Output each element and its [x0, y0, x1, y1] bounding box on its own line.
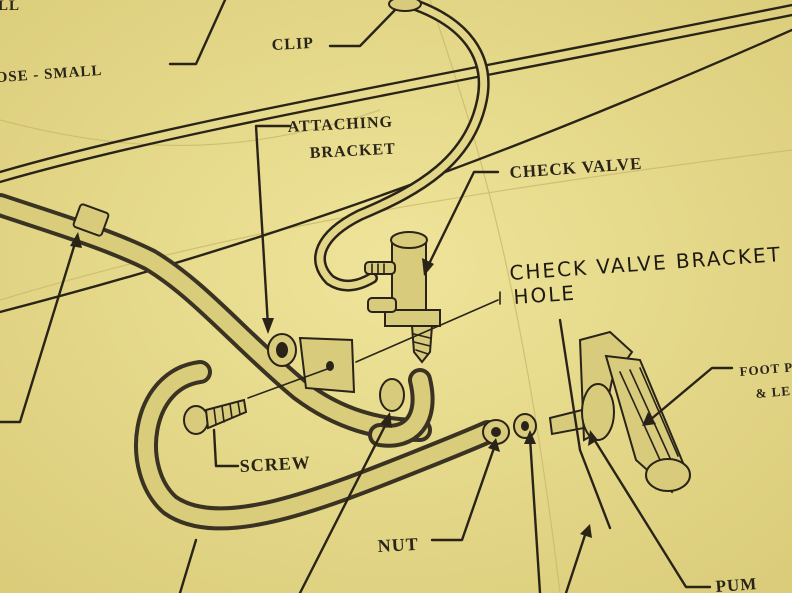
- leader-lines: [0, 0, 734, 593]
- body-edge-lines: [0, 3, 792, 314]
- assembly-lines: [247, 291, 501, 399]
- label-foot-2: & LE: [755, 383, 792, 401]
- label-foot-1: FOOT P: [739, 359, 792, 379]
- label-hole: HOLE: [513, 281, 577, 309]
- label-nut: NUT: [377, 534, 419, 556]
- screw-part: [183, 398, 248, 435]
- label-screw: SCREW: [239, 452, 311, 476]
- main-hose-left: [0, 193, 432, 442]
- hose-clip-left: [72, 203, 110, 237]
- attaching-bracket-part: [267, 333, 356, 394]
- small-hose: [314, 0, 490, 292]
- check-valve: [364, 231, 441, 364]
- hose-end: [379, 378, 405, 412]
- label-pump: PUM: [715, 574, 758, 593]
- valve-nipple-top: [364, 261, 396, 275]
- u-hose: [134, 360, 500, 531]
- label-hose-small: OSE - SMALL: [0, 63, 103, 86]
- label-top-left-partial: LL: [0, 0, 20, 14]
- label-attaching-bracket-1: ATTACHING: [287, 114, 393, 136]
- valve-nipple-bottom: [367, 297, 397, 313]
- label-clip: CLIP: [271, 35, 314, 54]
- hose-clip: [388, 0, 422, 12]
- label-attaching-bracket-2: BRACKET: [309, 141, 396, 162]
